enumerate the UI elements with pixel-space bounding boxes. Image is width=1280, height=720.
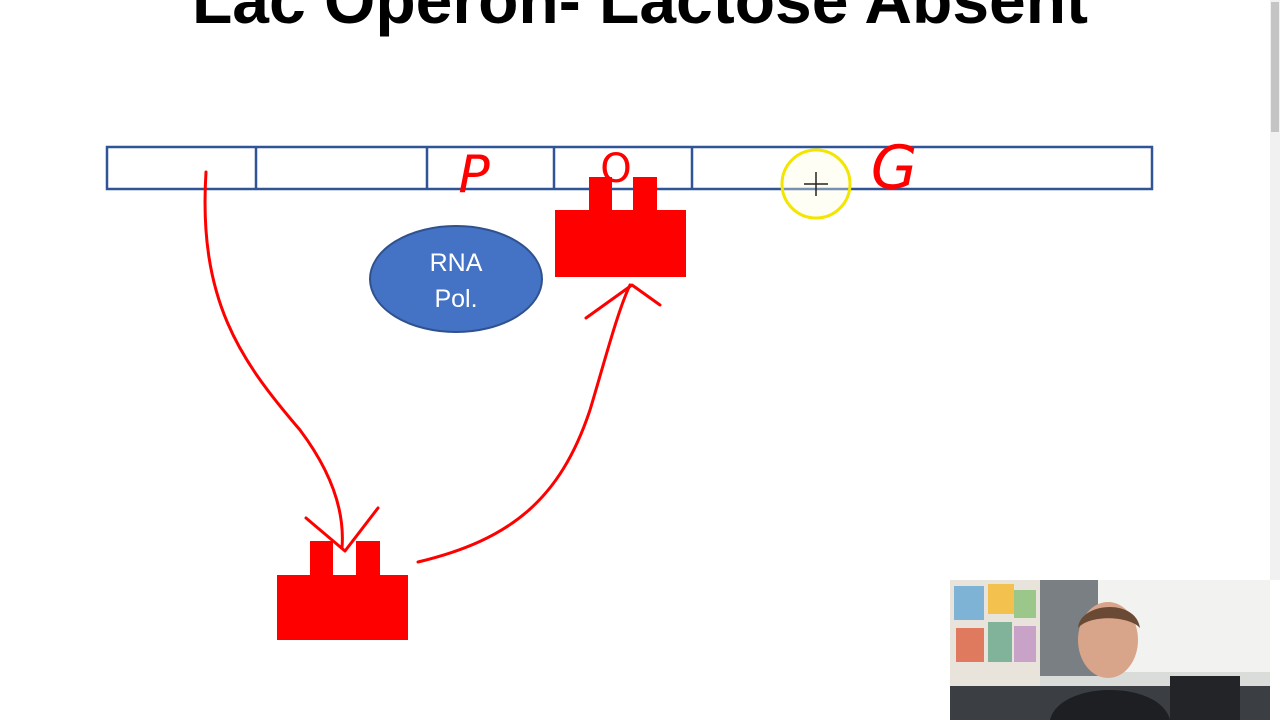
- webcam-poster: [988, 622, 1012, 662]
- webcam-poster: [1014, 626, 1036, 662]
- webcam-overlay: [950, 580, 1270, 720]
- webcam-poster: [988, 584, 1014, 614]
- repressor-free: [277, 541, 408, 640]
- webcam-poster: [954, 586, 984, 620]
- cursor-highlight: [780, 148, 852, 220]
- webcam-feed: [950, 580, 1270, 720]
- rna-polymerase-label-line1: RNA: [430, 249, 483, 277]
- rna-polymerase-shape: [369, 225, 543, 333]
- rna-polymerase: RNA Pol.: [369, 225, 543, 333]
- arrow-gene-to-repressor: [203, 170, 344, 550]
- webcam-poster: [956, 628, 984, 662]
- promoter-label: P: [458, 145, 490, 205]
- webcam-person-hair: [1078, 606, 1140, 628]
- arrow-repressor-to-operator: [416, 283, 632, 564]
- webcam-person-head: [1078, 602, 1138, 678]
- gene-label: G: [871, 133, 918, 203]
- webcam-poster: [1014, 590, 1036, 618]
- repressor-bound-operator: [555, 177, 686, 277]
- rna-polymerase-label-line2: Pol.: [434, 285, 477, 313]
- webcam-chair: [1170, 676, 1240, 720]
- dna-strand-outline: [105, 145, 1154, 191]
- slide-title: Lac Operon- Lactose Absent: [191, 0, 1089, 37]
- arrow-repressor-to-operator-head: [584, 283, 662, 320]
- dna-strand: [105, 145, 1154, 191]
- scrollbar-track[interactable]: [1270, 0, 1280, 580]
- webcam-person-shirt: [1050, 690, 1170, 720]
- scrollbar-thumb[interactable]: [1271, 2, 1279, 132]
- arrow-gene-to-repressor-head: [304, 506, 380, 553]
